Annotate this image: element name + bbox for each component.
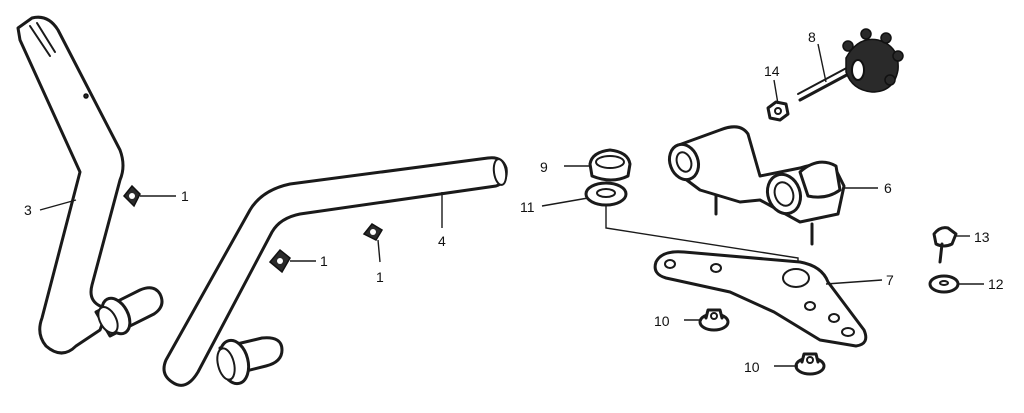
callout-11: 11 — [520, 199, 535, 215]
callout-4: 4 — [438, 233, 446, 249]
callout-7: 7 — [886, 272, 894, 288]
callout-8: 8 — [808, 29, 816, 45]
callout-9: 9 — [540, 159, 548, 175]
callout-13: 13 — [974, 229, 990, 245]
callout-1-c: 1 — [376, 269, 384, 285]
callout-3: 3 — [24, 202, 32, 218]
holder-plate-7 — [653, 250, 868, 348]
knob-bolt-8 — [797, 28, 904, 102]
handle-holder-6 — [667, 125, 846, 246]
callout-1-b: 1 — [320, 253, 328, 269]
washer-12 — [928, 274, 960, 294]
callout-10-b: 10 — [744, 359, 760, 375]
callout-6: 6 — [884, 180, 892, 196]
flange-nut-10-a — [698, 308, 730, 332]
bolt-13 — [932, 226, 958, 264]
nut-9 — [588, 148, 632, 182]
callout-12: 12 — [988, 276, 1004, 292]
clip-1-a — [122, 184, 141, 208]
handlebar-pipe-3 — [16, 15, 164, 355]
washer-11 — [584, 181, 628, 207]
callout-10-a: 10 — [654, 313, 670, 329]
callout-14: 14 — [764, 63, 780, 79]
flange-nut-10-b — [794, 352, 826, 376]
handlebar-pipe-4 — [162, 156, 508, 387]
nut-14 — [766, 100, 790, 122]
callout-1-a: 1 — [181, 188, 189, 204]
clip-1-c — [362, 223, 384, 241]
clip-1-b — [268, 248, 291, 274]
